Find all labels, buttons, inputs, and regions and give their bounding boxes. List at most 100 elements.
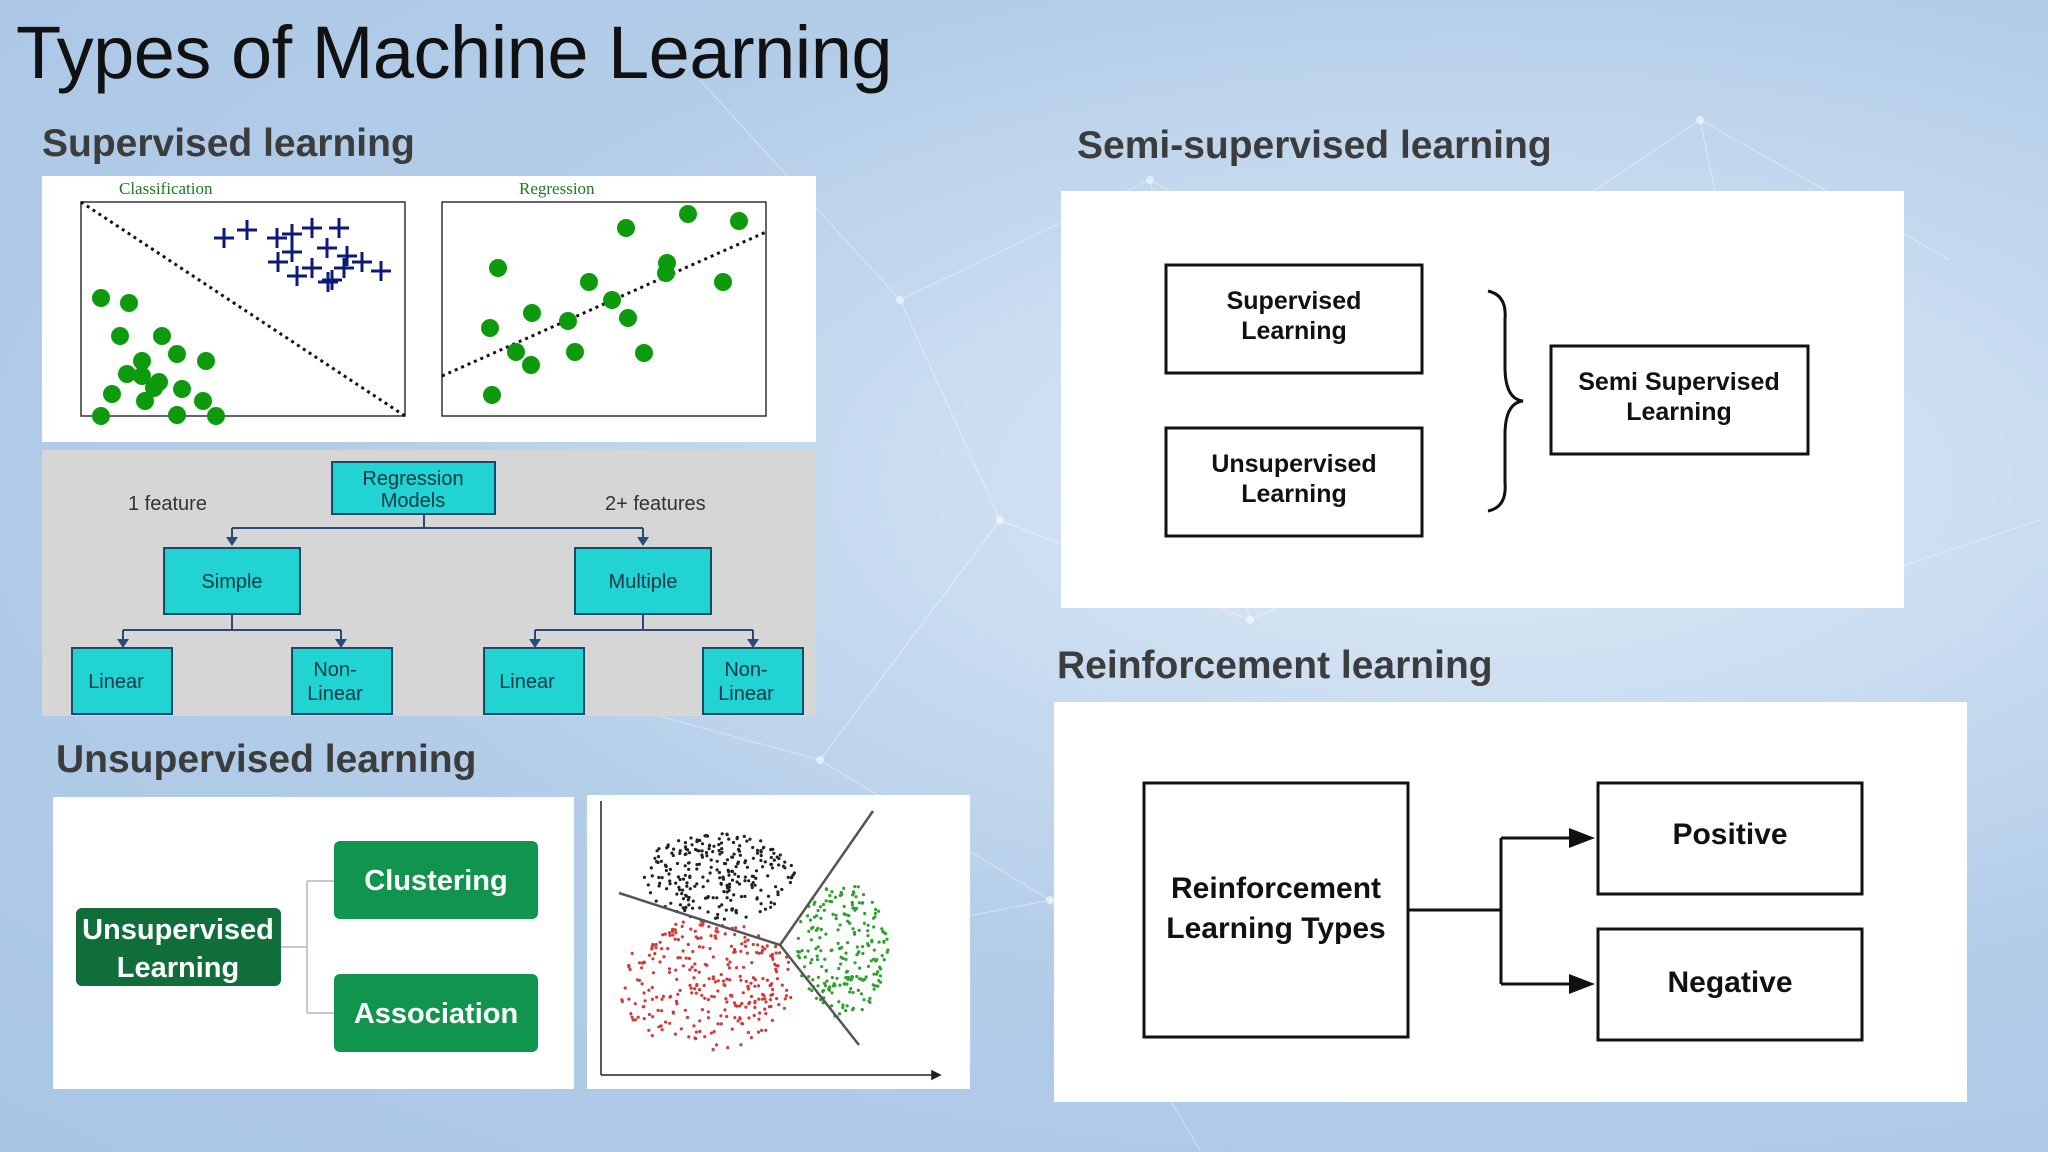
cluster-green-point [877,979,881,983]
cluster-red-point [723,932,727,936]
cluster-black-point [676,875,680,879]
cluster-green-point [810,958,814,962]
cluster-black-point [681,897,686,901]
cluster-black-point [745,865,749,869]
cluster-red-point [765,944,769,948]
cluster-green-point [847,921,851,925]
edge-label-2-features: 2+ features [605,493,706,515]
cluster-black-point [722,890,726,894]
semi-supervised-heading: Semi-supervised learning [1077,124,1552,167]
cluster-green-point [861,951,865,956]
cluster-red-point [753,1005,757,1009]
regression-point [657,264,675,282]
cluster-red-point [760,951,764,955]
cluster-black-point [704,851,709,855]
cluster-black-point [763,907,768,911]
cluster-red-points [620,919,793,1052]
classification-point [133,352,151,370]
cluster-black-point [660,876,664,880]
cluster-black-point [654,899,658,903]
cluster-green-point [836,928,840,932]
cluster-green-point [797,950,801,954]
cluster-green-point [857,928,861,932]
cluster-black-point [720,903,724,907]
cluster-black-point [730,878,735,882]
cluster-red-point [786,960,791,964]
regression-points [481,205,748,404]
cluster-red-point [738,974,742,978]
regression-point [483,386,501,404]
cluster-red-point [734,926,738,930]
cluster-red-point [695,983,699,988]
cluster-black-point [719,841,724,845]
cluster-black-point [772,858,776,862]
cluster-red-point [689,986,693,990]
cluster-green-point [862,998,866,1002]
cluster-black-point [751,845,755,850]
cluster-green-point [864,975,868,979]
cluster-green-point [876,984,880,988]
cluster-red-point [666,947,670,951]
cluster-black-point [669,901,673,905]
cluster-green-point [824,899,828,903]
cluster-red-point [763,947,767,951]
cluster-black-point [704,833,708,838]
cluster-black-point [688,887,692,891]
cluster-black-point [657,875,661,880]
page-title: Types of Machine Learning [16,11,893,94]
cluster-red-point [673,937,677,941]
cluster-green-point [799,920,803,924]
cluster-green-point [866,934,870,938]
cluster-green-point [860,1008,864,1012]
cluster-green-point [849,987,853,991]
cluster-green-point [872,972,876,976]
clustering-box [334,841,538,919]
cluster-black-point [683,864,687,868]
cluster-red-point [744,944,748,948]
cluster-red-point [642,960,646,964]
cluster-black-point [774,885,778,889]
cluster-black-point [727,873,731,877]
cluster-black-point [687,851,692,855]
cluster-black-point [719,881,723,885]
cluster-red-point [690,965,694,969]
cluster-green-point [845,982,849,986]
cluster-green-point [846,977,850,981]
cluster-black-point [700,853,704,857]
classification-frame [80,201,406,417]
cluster-green-point [803,955,807,959]
cluster-green-point [842,982,846,986]
cluster-red-point [716,979,720,983]
cluster-red-point [693,962,697,966]
cluster-green-point [855,953,859,957]
regression-point [730,212,748,230]
cluster-red-point [662,955,666,959]
cluster-green-point [863,911,867,916]
cluster-black-point [723,862,728,866]
cluster-black-point [769,855,773,860]
cluster-green-point [819,927,823,931]
cluster-black-point [668,879,672,883]
cluster-green-point [825,979,829,983]
cluster-black-point [672,847,676,851]
cluster-green-point [840,945,844,950]
cluster-red-point [746,987,751,991]
cluster-black-point [734,908,738,913]
tree-leaf-label-2: Non-Linear [307,659,363,705]
cluster-red-point [756,943,760,947]
classification-point [111,327,129,345]
cluster-black-point [742,834,746,838]
cluster-green-point [851,990,855,995]
cluster-red-point [764,1012,768,1016]
cluster-green-point [872,925,876,929]
cluster-red-point [701,922,705,926]
cluster-black-point [722,917,726,921]
cluster-black-point [687,861,691,865]
cluster-red-point [703,962,707,966]
cluster-red-point [636,1015,640,1019]
cluster-red-point [691,949,695,954]
cluster-black-point [707,847,711,851]
classification-plus-points [214,218,391,292]
cluster-red-point [653,952,657,956]
